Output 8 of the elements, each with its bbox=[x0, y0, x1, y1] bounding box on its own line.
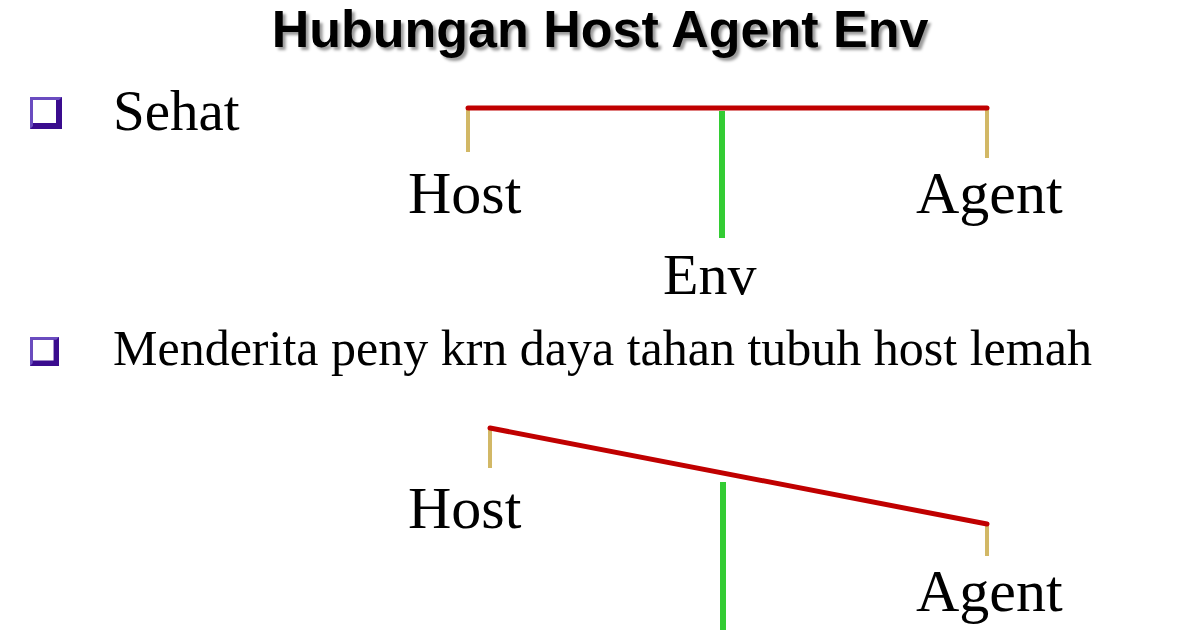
bullet-text: Sehat bbox=[113, 82, 240, 144]
factor-label: Agent bbox=[916, 163, 1063, 228]
slide-title: Hubungan Host Agent Env bbox=[270, 0, 930, 60]
factor-label: Host bbox=[408, 478, 522, 543]
factor-label: Host bbox=[408, 163, 522, 228]
bullet-text: Menderita peny krn daya tahan tubuh host lemah bbox=[113, 323, 1092, 378]
factor-label: Env bbox=[663, 246, 757, 309]
factor-label: Agent bbox=[916, 561, 1063, 626]
